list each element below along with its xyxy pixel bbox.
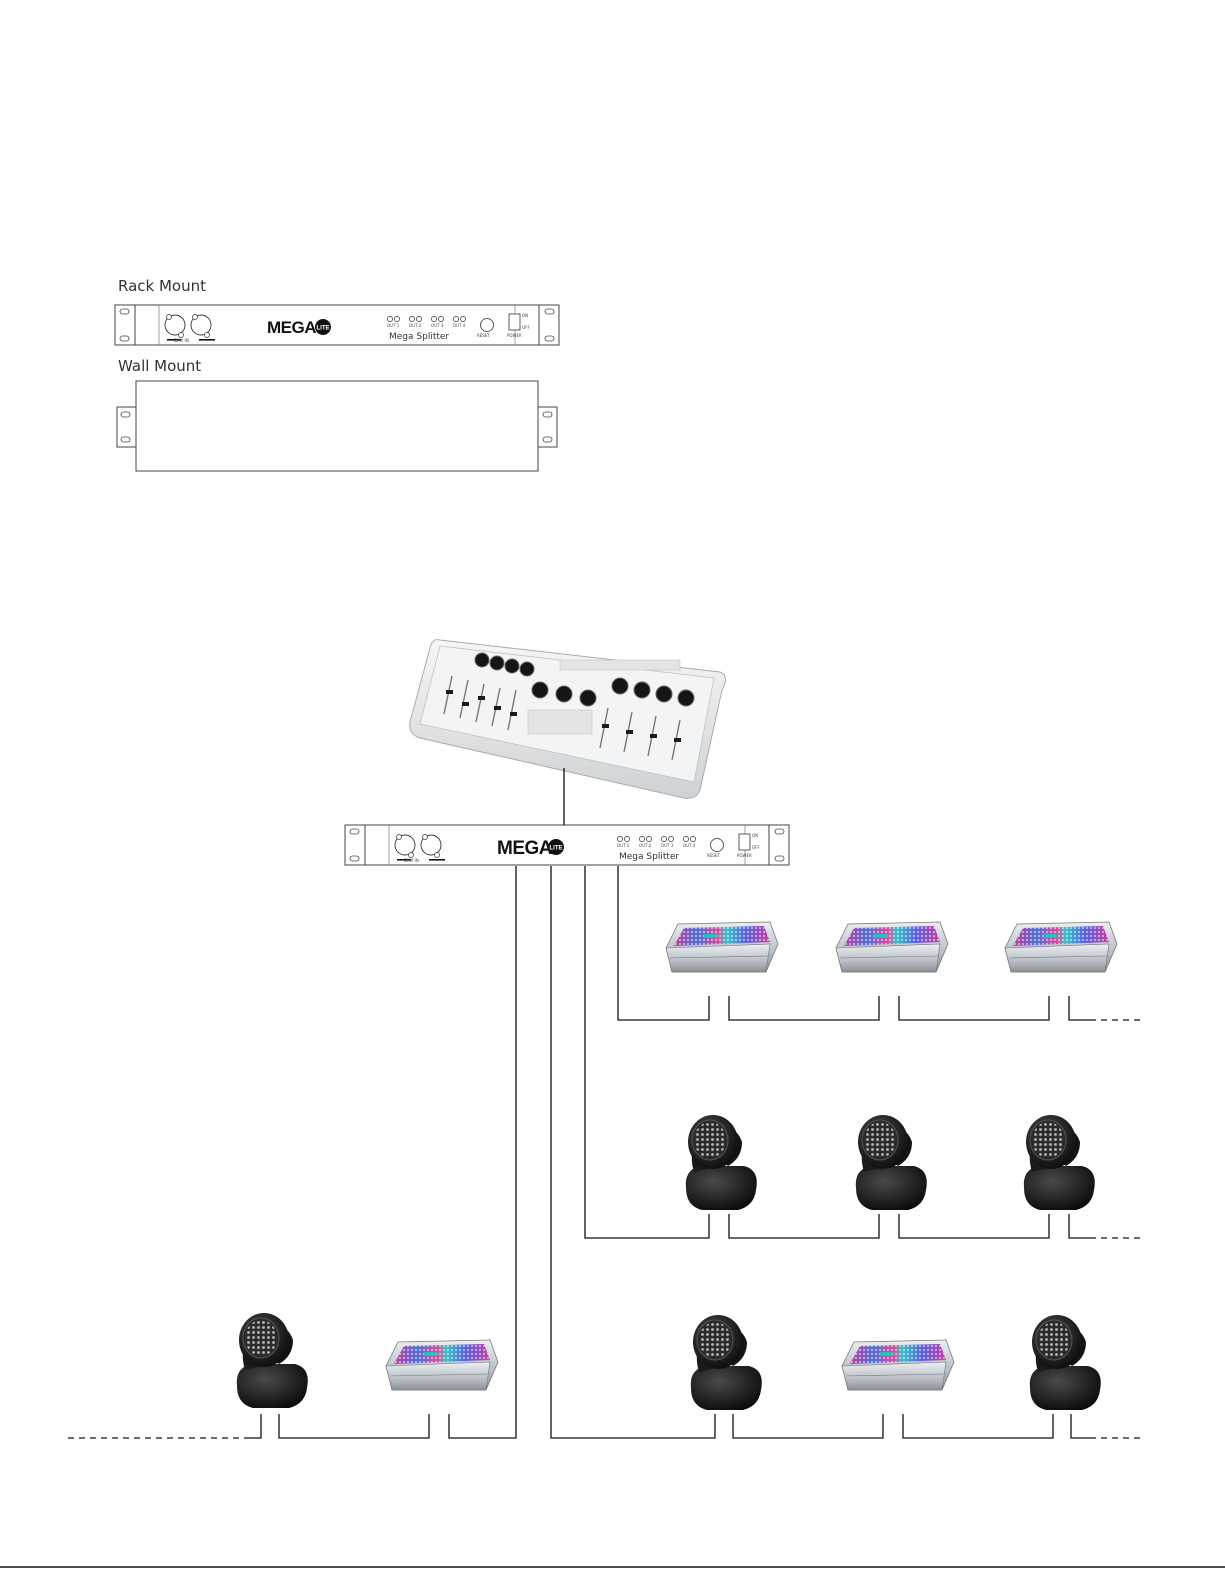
svg-text:LITE: LITE — [550, 846, 563, 852]
moving-head-fixture — [691, 1315, 762, 1410]
led-bar-fixture — [842, 1340, 954, 1390]
led-bar-fixture — [386, 1340, 498, 1390]
svg-text:OUT 1: OUT 1 — [387, 323, 400, 328]
moving-head-fixture — [1030, 1315, 1101, 1410]
main-splitter: MEGA LITE Mega Splitter DMX IN OUT 1 OUT… — [345, 825, 789, 865]
continuation-dashes — [66, 1020, 1140, 1438]
svg-text:OUT 4: OUT 4 — [683, 843, 696, 848]
svg-text:OFF: OFF — [752, 845, 760, 850]
svg-text:RESET: RESET — [477, 333, 490, 338]
svg-text:ON: ON — [752, 833, 758, 838]
model-label: Mega Splitter — [619, 852, 679, 862]
led-bar-fixture — [666, 922, 778, 972]
svg-text:POWER: POWER — [507, 333, 522, 338]
brand-logo: MEGA — [497, 838, 553, 859]
rack-mount-splitter: MEGA LITE Mega Splitter DMX IN OUT 1 OUT… — [115, 305, 559, 345]
svg-text:RESET: RESET — [707, 853, 720, 858]
brand-logo: MEGA — [267, 318, 316, 337]
svg-text:DMX IN: DMX IN — [174, 338, 189, 343]
dmx-cables — [250, 768, 1090, 1438]
moving-head-fixture — [237, 1313, 308, 1408]
led-bar-fixture — [1005, 922, 1117, 972]
svg-text:DMX IN: DMX IN — [404, 858, 419, 863]
svg-text:OUT 2: OUT 2 — [639, 843, 652, 848]
svg-text:OUT 1: OUT 1 — [617, 843, 630, 848]
svg-text:ON: ON — [522, 313, 528, 318]
model-label: Mega Splitter — [389, 332, 449, 342]
svg-text:OUT 3: OUT 3 — [431, 323, 444, 328]
svg-text:LITE: LITE — [317, 326, 330, 332]
svg-text:OUT 4: OUT 4 — [453, 323, 466, 328]
wall-mount-enclosure — [117, 381, 557, 471]
moving-head-fixture — [686, 1115, 757, 1210]
svg-text:OUT 2: OUT 2 — [409, 323, 422, 328]
moving-head-fixture — [856, 1115, 927, 1210]
svg-text:POWER: POWER — [737, 853, 752, 858]
dmx-controller — [410, 640, 726, 799]
moving-head-fixture — [1024, 1115, 1095, 1210]
svg-text:OUT 3: OUT 3 — [661, 843, 674, 848]
svg-text:OFF: OFF — [522, 325, 530, 330]
led-bar-fixture — [836, 922, 948, 972]
